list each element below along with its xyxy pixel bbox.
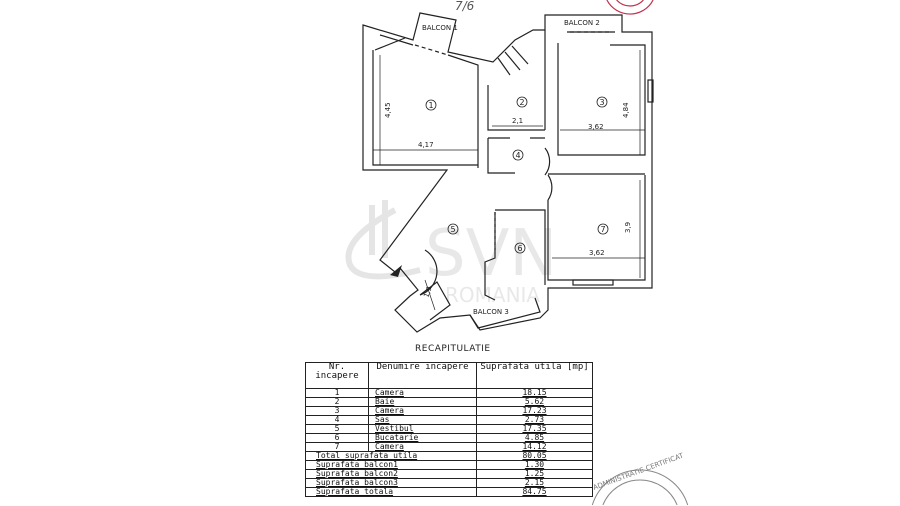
watermark-sub: ROMANIA (445, 283, 540, 307)
summary-table: Nr. incapere Denumire incapere Suprafata… (305, 362, 593, 497)
dimension: 4,17 (418, 141, 434, 149)
room-number: 7 (600, 225, 605, 234)
entrance-arrow-icon (390, 265, 402, 277)
dimension: 3,62 (588, 123, 604, 131)
dimension: 4,84 (622, 102, 630, 118)
balcony-label: BALCON 1 (422, 24, 458, 32)
stamp-bottom-right-icon (591, 469, 689, 506)
room-number: 5 (450, 225, 455, 234)
balcony-label: BALCON 2 (564, 19, 600, 27)
table-header: Nr. incapere Denumire incapere Suprafata… (305, 362, 593, 389)
header-nr: Nr. incapere (305, 362, 369, 389)
summary-title: RECAPITULATIE (415, 344, 491, 354)
room-number: 4 (515, 151, 520, 160)
total-label: Suprafata totala (305, 487, 477, 497)
dimension: 3,62 (589, 249, 605, 257)
room-number: 2 (519, 98, 524, 107)
balcony-label: BALCON 3 (473, 308, 509, 316)
room-number: 6 (517, 244, 522, 253)
stamp-text: ADMINISTRATIE CERTIFICAT (592, 451, 685, 491)
dimension: 2,1 (512, 117, 523, 125)
handwritten-note: 7/6 (455, 0, 475, 13)
room-labels: 1 2 3 4 5 6 7 (425, 96, 609, 254)
watermark-brand: SVN (425, 217, 557, 291)
room-number: 3 (599, 98, 604, 107)
walls (362, 12, 654, 333)
header-area: Suprafata utila [mp] (476, 362, 593, 389)
total-area: 84.75 (476, 487, 593, 497)
watermark-logo-icon (345, 200, 421, 280)
balcony-labels: BALCON 1 BALCON 2 BALCON 3 (422, 19, 600, 316)
dimension: 4,45 (384, 102, 392, 118)
header-name: Denumire incapere (368, 362, 477, 389)
room-number: 1 (428, 101, 433, 110)
dimension: 3,9 (624, 222, 632, 233)
dimension: 1,9 (422, 285, 433, 298)
stamp-top-right-icon (606, 0, 654, 15)
dimension-labels: 4,45 4,17 2,1 3,62 4,84 3,9 3,62 1,9 (384, 102, 632, 299)
